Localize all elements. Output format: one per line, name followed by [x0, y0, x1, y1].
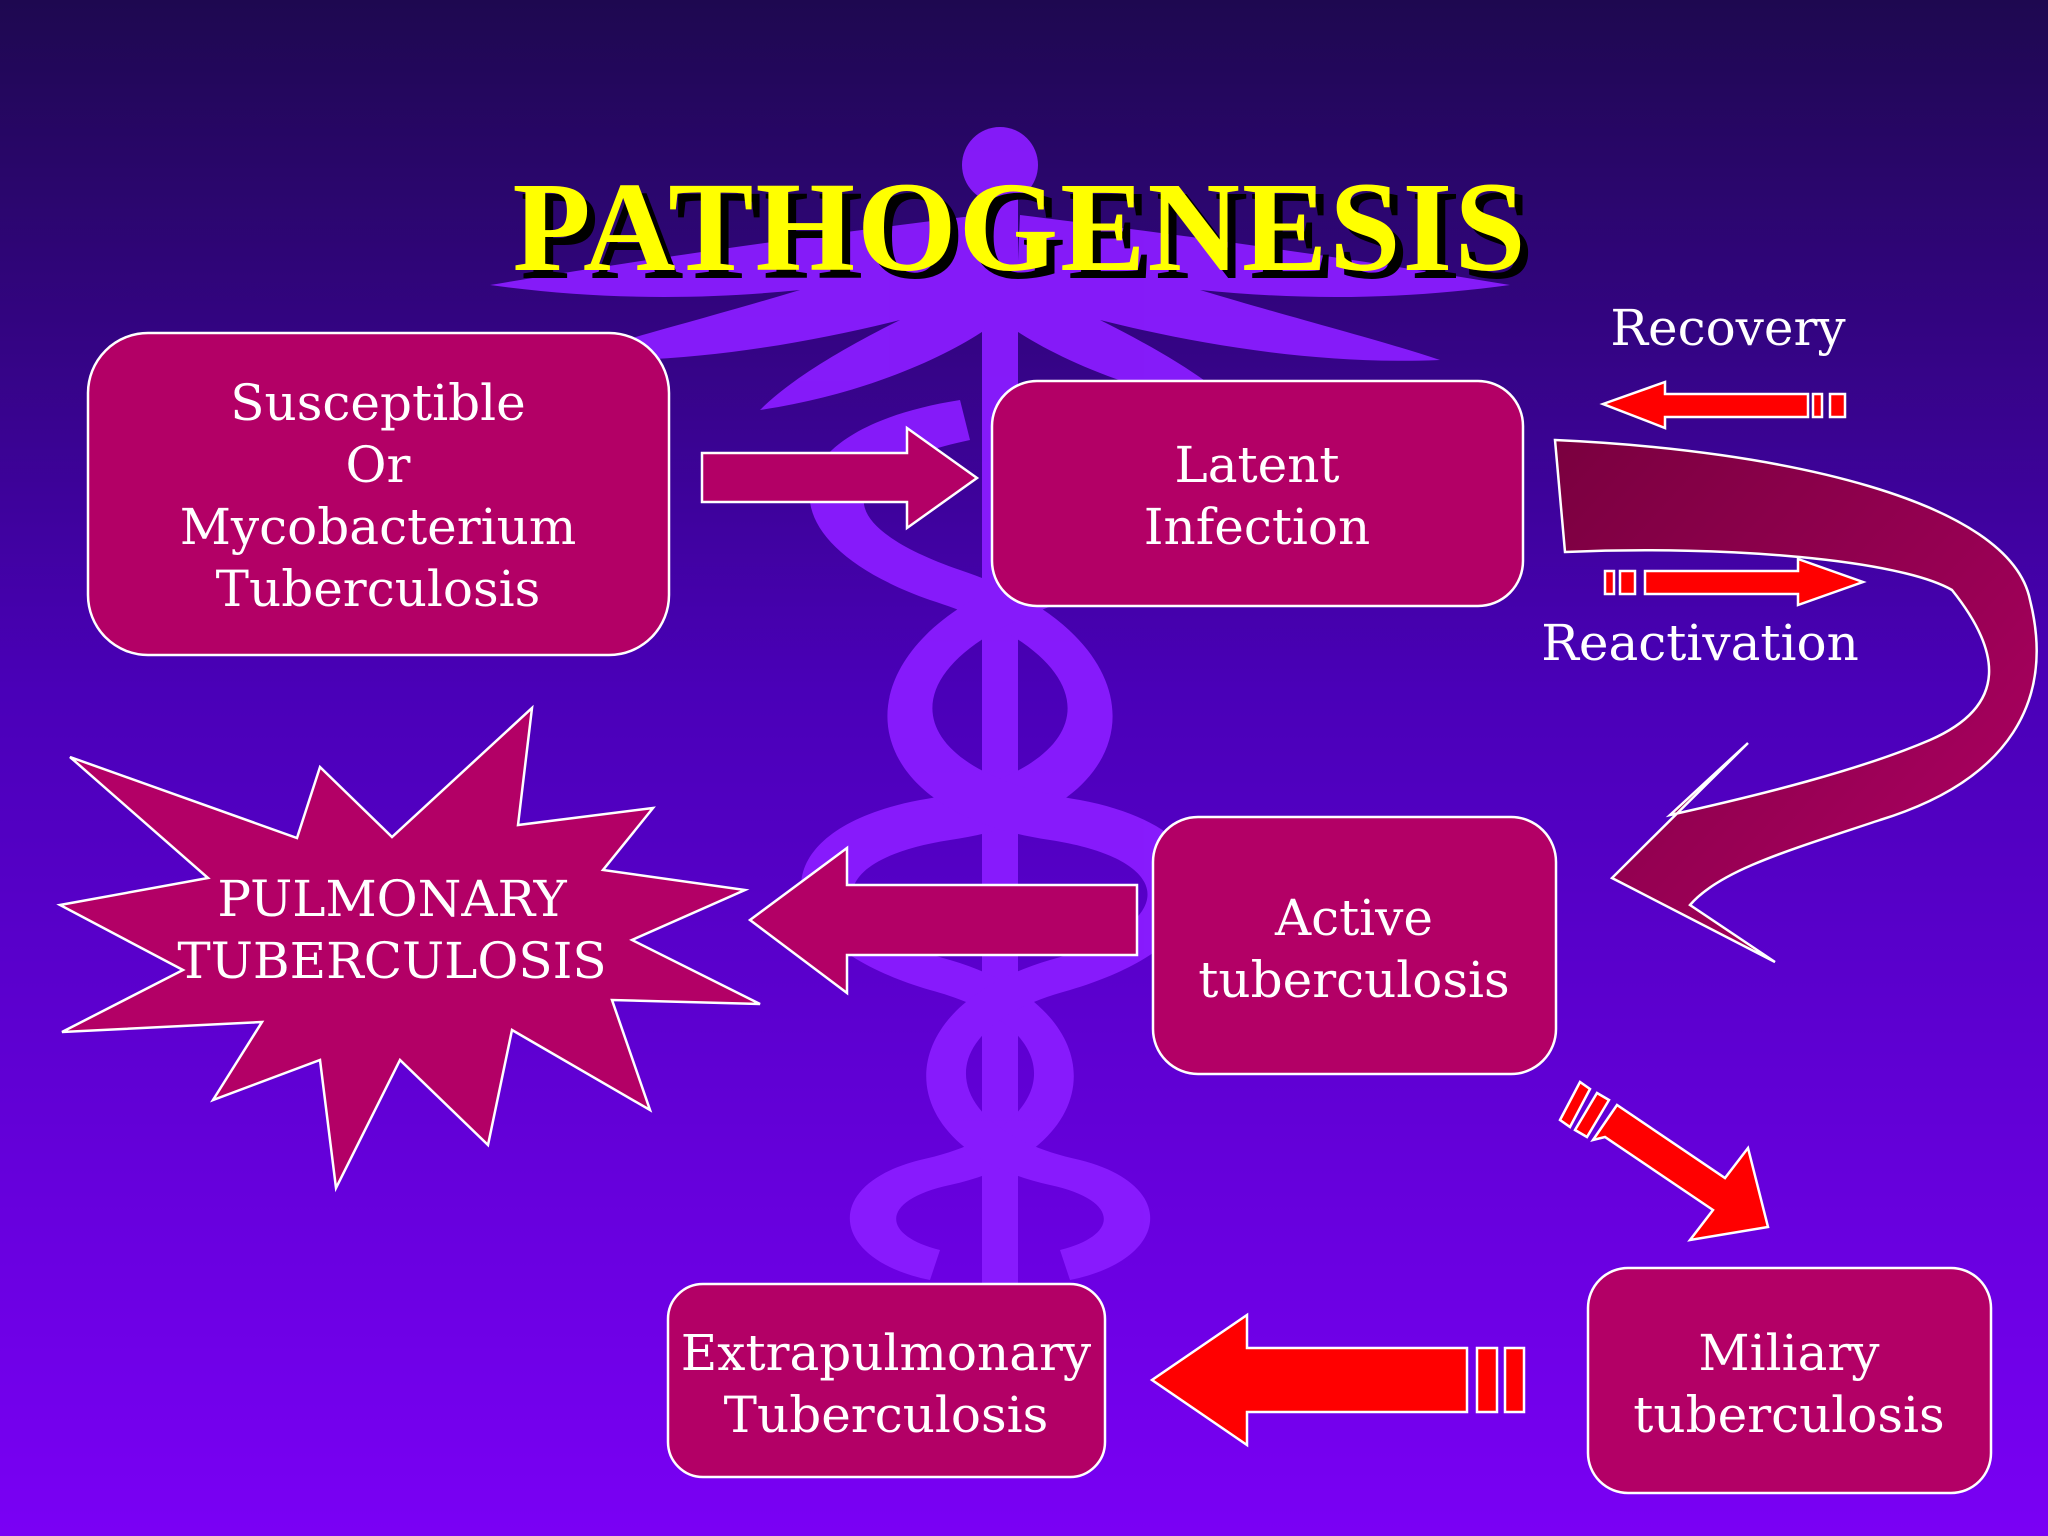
node-extrapulmonary-line2: Tuberculosis	[724, 1386, 1049, 1444]
node-latent-line1: Latent	[1175, 436, 1340, 494]
node-pulmonary-line2: TUBERCULOSIS	[177, 932, 606, 990]
reactivation-arrow	[1603, 557, 1867, 607]
node-susceptible-line1: Susceptible	[230, 374, 525, 432]
node-susceptible-line2: Or	[346, 436, 411, 494]
recovery-arrow	[1599, 380, 1847, 430]
node-susceptible-box	[86, 331, 671, 657]
node-extrapulmonary-box	[666, 1282, 1107, 1479]
node-miliary-line2: tuberculosis	[1633, 1386, 1944, 1444]
node-susceptible-line3: Mycobacterium	[180, 498, 577, 556]
node-pulmonary-starburst	[56, 704, 761, 1193]
node-latent-line2: Infection	[1144, 498, 1370, 556]
label-reactivation: Reactivation	[1541, 614, 1859, 672]
node-active-box	[1151, 815, 1558, 1076]
page-title: PATHOGENESIS	[512, 156, 1527, 298]
node-miliary-line1: Miliary	[1698, 1324, 1880, 1382]
arrow-active-to-miliary	[1558, 1080, 1770, 1242]
node-pulmonary-line1: PULMONARY	[217, 870, 567, 928]
caduceus-watermark-icon	[490, 127, 1510, 1310]
reactivation-curved-arrow	[1553, 438, 2038, 964]
arrow-miliary-to-extrapulmonary	[1149, 1312, 1526, 1448]
node-miliary-box	[1586, 1266, 1993, 1495]
label-recovery: Recovery	[1610, 299, 1846, 357]
node-active-line2: tuberculosis	[1198, 951, 1509, 1009]
title-shadow: PATHOGENESIS	[520, 164, 1535, 306]
node-susceptible-line4: Tuberculosis	[216, 560, 541, 618]
arrow-active-to-pulmonary	[747, 845, 1139, 996]
node-active-line1: Active	[1274, 889, 1433, 947]
node-extrapulmonary-line1: Extrapulmonary	[681, 1324, 1092, 1382]
node-latent-box	[990, 379, 1525, 608]
arrow-susceptible-to-latent	[700, 425, 980, 531]
